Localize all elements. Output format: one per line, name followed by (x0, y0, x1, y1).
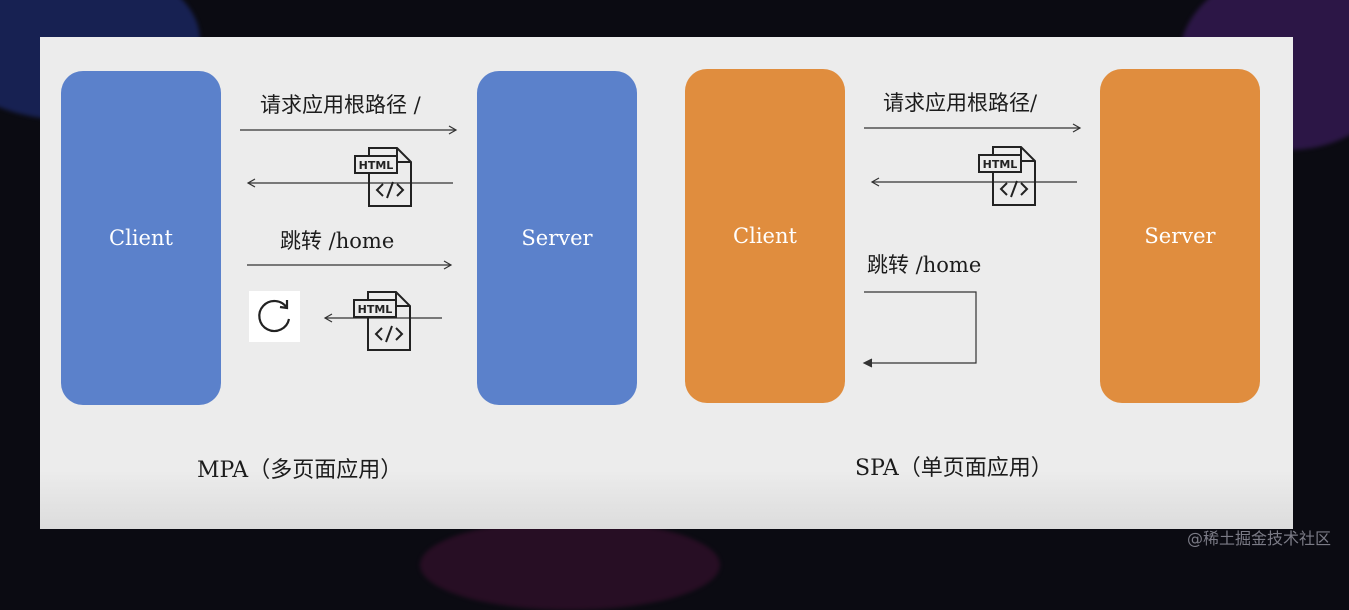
mpa-client-box: Client (61, 71, 221, 405)
mpa-navigate-label: 跳转 /home (280, 229, 395, 253)
mpa-response-arrow (246, 178, 453, 188)
mpa-request-label: 请求应用根路径 / (260, 93, 421, 117)
watermark: @稀土掘金技术社区 (1186, 529, 1331, 548)
spa-route-loop-arrow (862, 291, 977, 368)
spa-client-box: Client (685, 69, 845, 403)
refresh-icon (249, 291, 300, 342)
spa-server-box: Server (1100, 69, 1260, 403)
html-file-icon: HTML (353, 291, 411, 351)
svg-text:HTML: HTML (358, 303, 393, 316)
svg-text:HTML: HTML (359, 159, 394, 172)
html-file-icon: HTML (978, 146, 1036, 206)
mpa-navigate-arrow (247, 260, 453, 270)
mpa-server-box: Server (477, 71, 637, 405)
html-file-icon: HTML (354, 147, 412, 207)
spa-client-label: Client (733, 224, 797, 248)
svg-text:HTML: HTML (983, 158, 1018, 171)
mpa-request-arrow (240, 125, 458, 135)
spa-caption: SPA（单页面应用） (855, 456, 1053, 481)
spa-navigate-label: 跳转 /home (867, 253, 982, 277)
mpa-caption: MPA（多页面应用） (197, 458, 403, 483)
spa-request-arrow (864, 123, 1082, 133)
diagram-slide: Client Server 请求应用根路径 / 跳转 /home HTML HT… (40, 37, 1293, 529)
spa-request-label: 请求应用根路径/ (883, 91, 1038, 115)
spa-response-arrow (870, 177, 1077, 187)
mpa-client-label: Client (109, 226, 173, 250)
mpa-server-label: Server (521, 226, 593, 250)
background-shape-bottom (420, 520, 720, 610)
spa-server-label: Server (1144, 224, 1216, 248)
